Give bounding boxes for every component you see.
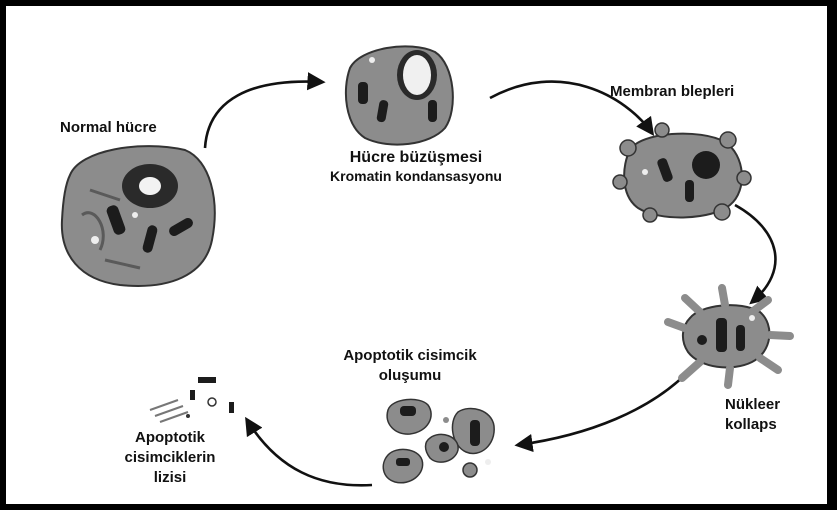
normal-cell-illustration	[62, 146, 215, 286]
arrow-bodies-to-lysis	[247, 420, 372, 485]
label-cell-shrinkage-line1: Hücre büzüşmesi	[300, 148, 532, 167]
label-lysis-line1: Apoptotik	[95, 428, 245, 448]
lysis-fragments-illustration	[150, 377, 234, 422]
nuclear-collapse-illustration	[668, 288, 790, 385]
label-normal-cell: Normal hücre	[60, 118, 157, 137]
arrow-normal-to-shrink	[205, 82, 322, 148]
blebbing-cell-illustration	[613, 123, 751, 222]
label-nuclear-collapse: Nükleer kollaps	[725, 395, 780, 435]
arrow-bleb-to-collapse	[735, 205, 775, 302]
label-apoptotic-body-lysis: Apoptotik cisimciklerin lizisi	[95, 428, 245, 488]
label-membrane-blebs: Membran blepleri	[610, 82, 734, 101]
label-lysis-line3: lizisi	[95, 468, 245, 488]
label-apoptotic-body-formation: Apoptotik cisimcik oluşumu	[325, 346, 495, 386]
label-chromatin-condensation: Kromatin kondansasyonu	[300, 167, 532, 186]
label-apoptotic-body-line1: Apoptotik cisimcik	[325, 346, 495, 366]
label-nuclear-collapse-line1: Nükleer	[725, 395, 780, 415]
label-nuclear-collapse-line2: kollaps	[725, 415, 780, 435]
label-apoptotic-body-line2: oluşumu	[325, 366, 495, 386]
arrow-collapse-to-bodies	[518, 372, 688, 445]
label-cell-shrinkage: Hücre büzüşmesi Kromatin kondansasyonu	[300, 148, 532, 186]
apoptotic-bodies-illustration	[383, 399, 494, 482]
label-lysis-line2: cisimciklerin	[95, 448, 245, 468]
shrunk-cell-illustration	[346, 46, 453, 144]
